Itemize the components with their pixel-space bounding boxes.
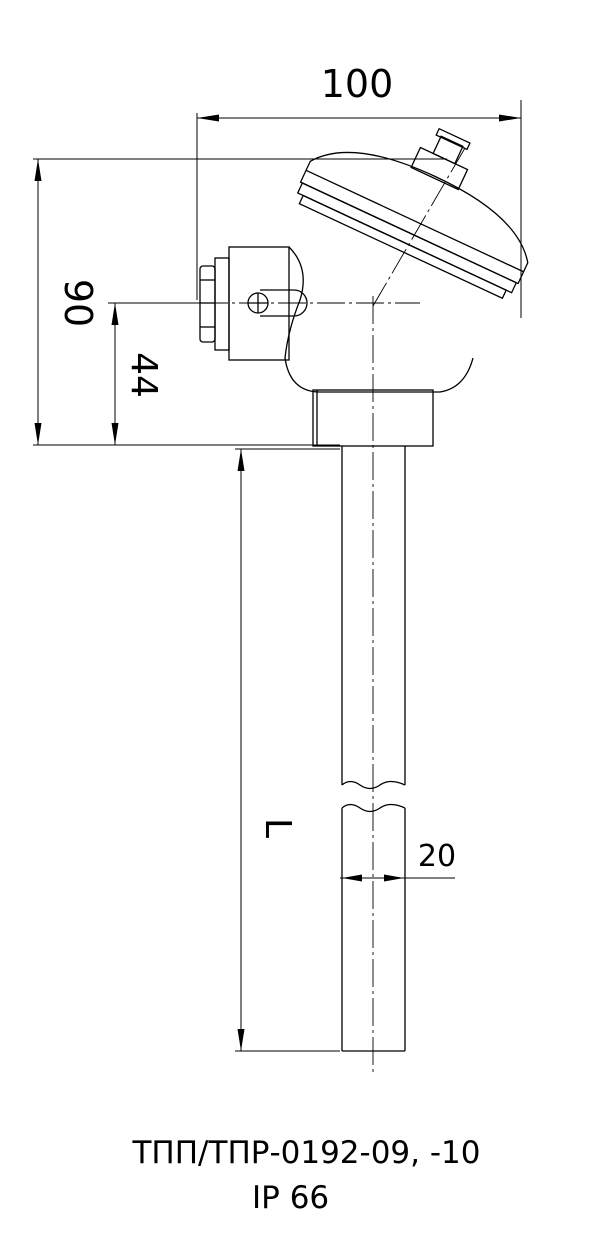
dimension-length-label: L [257,818,298,838]
dimension-axis-height-label: 44 [123,352,164,398]
dimension-height-label: 90 [56,279,100,327]
protective-tube [341,446,406,1052]
center-lines [200,147,466,1072]
dimension-height: 90 [33,158,447,446]
dimension-axis-height: 44 [108,302,200,445]
dimension-width: 100 [196,62,522,318]
dimension-diameter-label: 20 [418,839,456,874]
protection-caption: IP 66 [252,1180,330,1216]
model-caption: ТПП/ТПР-0192-09, -10 [132,1135,481,1171]
dimension-length: L [235,448,340,1052]
head-cover [296,127,529,300]
dimension-width-label: 100 [321,62,394,106]
head-housing [284,246,474,393]
dimension-diameter: 20 [340,839,456,882]
